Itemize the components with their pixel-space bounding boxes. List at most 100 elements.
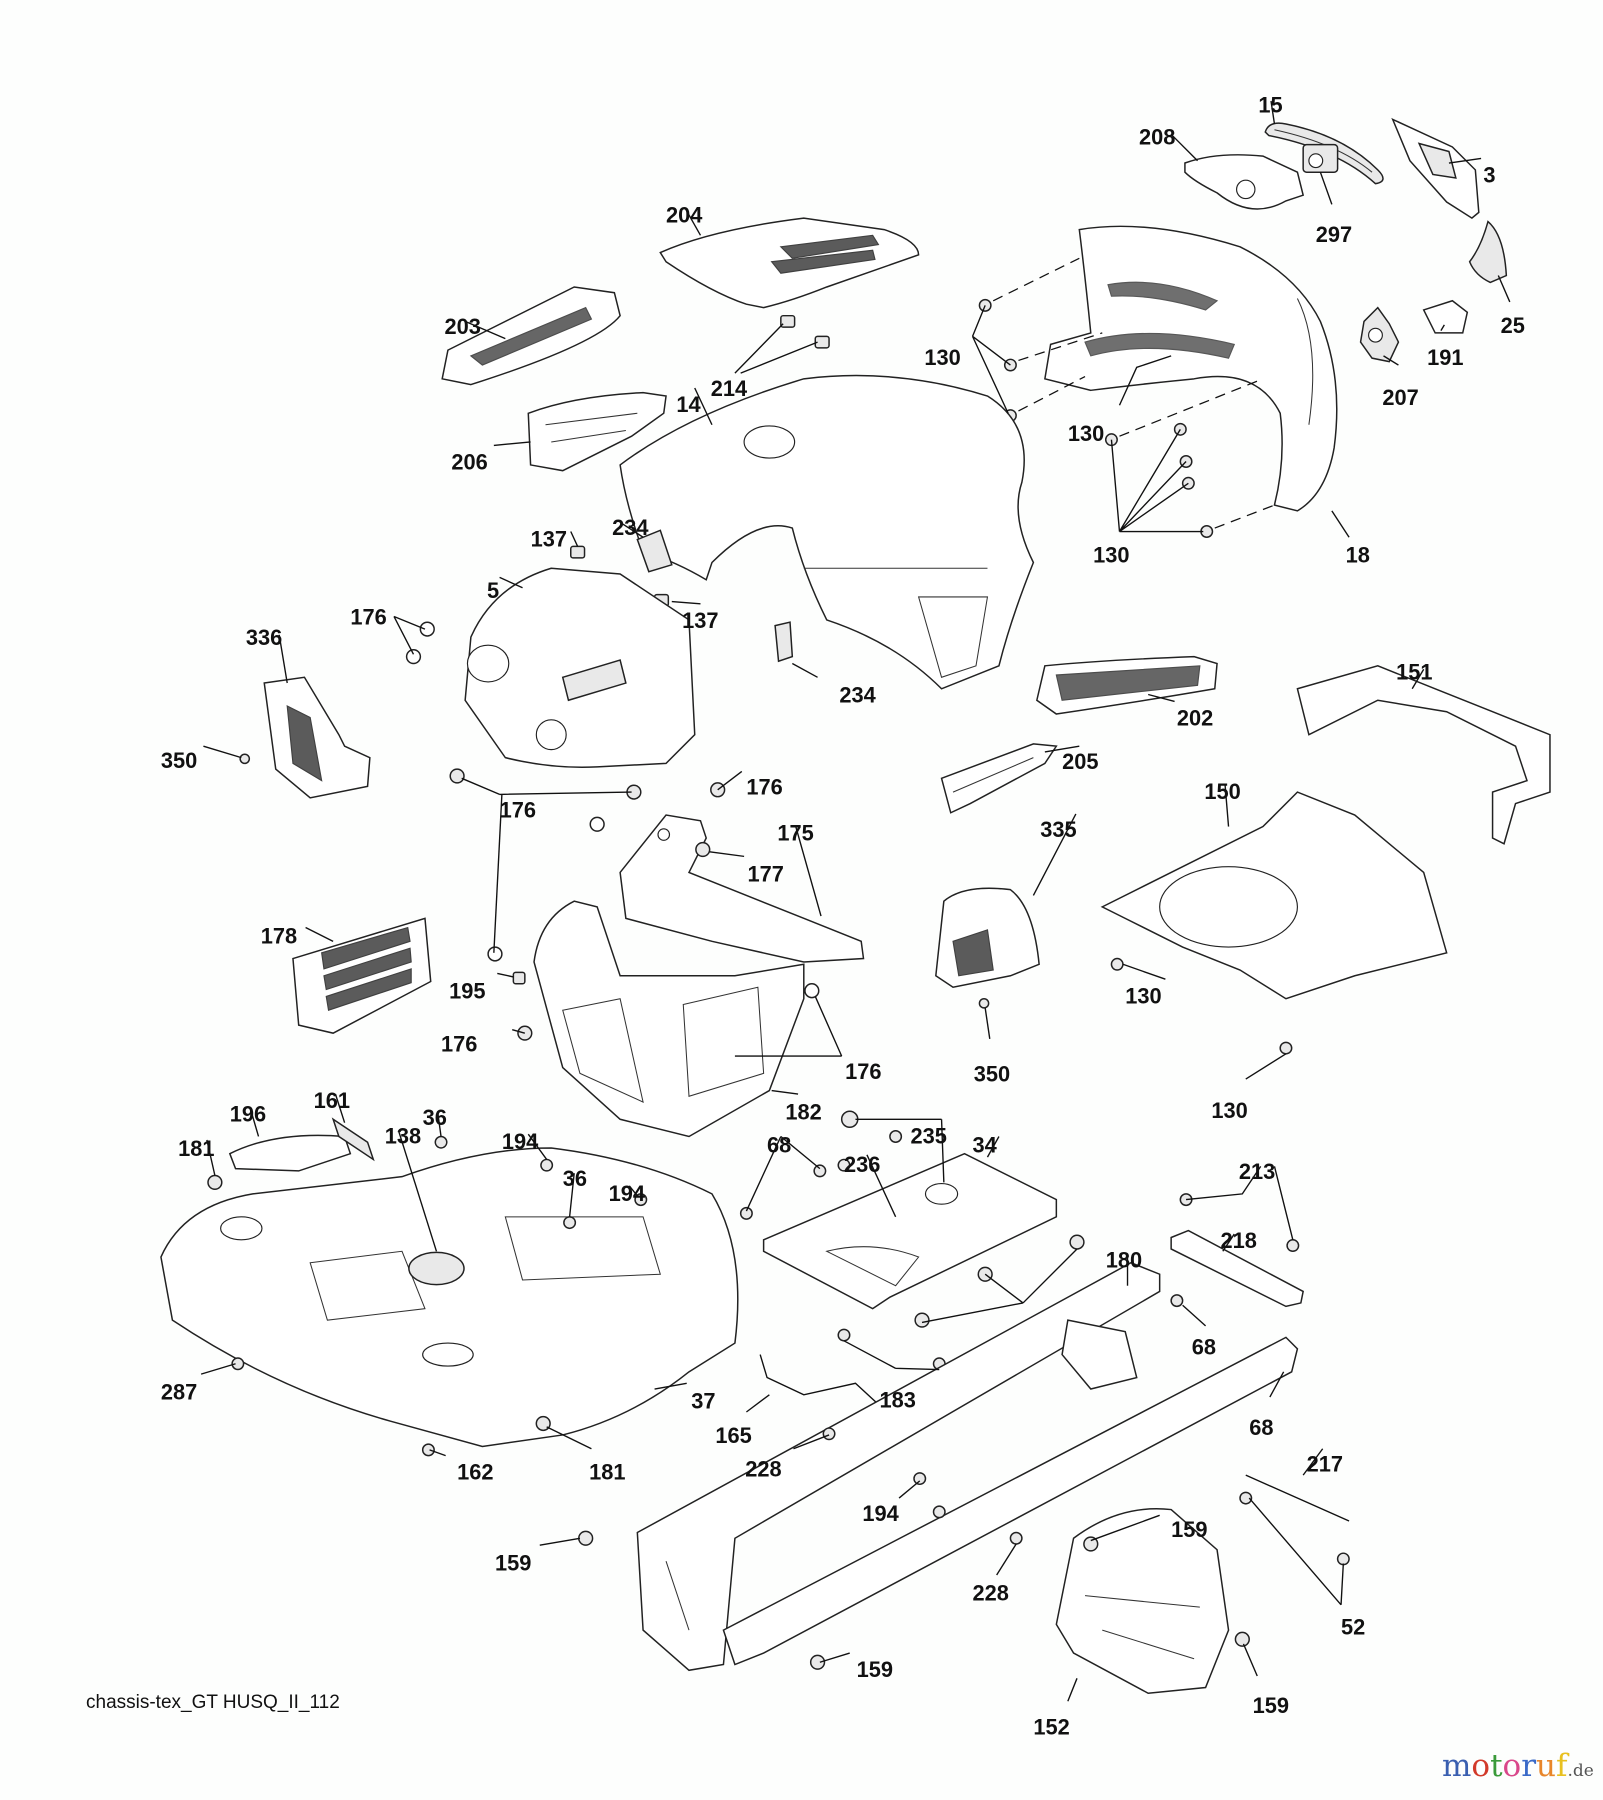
- callout-52: 52: [1341, 1615, 1365, 1640]
- callout-207: 207: [1382, 385, 1418, 410]
- part-195-plug: [512, 971, 526, 985]
- part-137-clip-a: [570, 545, 586, 559]
- callout-228: 228: [973, 1580, 1009, 1605]
- callout-5: 5: [487, 578, 499, 603]
- callout-236: 236: [844, 1152, 880, 1177]
- callout-130: 130: [1093, 543, 1129, 568]
- callout-159: 159: [1253, 1693, 1289, 1718]
- callout-130: 130: [1211, 1098, 1247, 1123]
- motoruf-logo[interactable]: motoruf.de: [1442, 1748, 1594, 1784]
- callout-137: 137: [531, 526, 567, 551]
- logo-wordmark: motoruf: [1442, 1748, 1568, 1784]
- callout-130: 130: [1125, 983, 1161, 1008]
- callout-183: 183: [880, 1387, 916, 1412]
- callout-176: 176: [500, 797, 536, 822]
- callout-202: 202: [1177, 706, 1213, 731]
- callout-137: 137: [682, 608, 718, 633]
- callout-15: 15: [1258, 93, 1282, 118]
- part-203-side-vent: [441, 286, 621, 386]
- callout-297: 297: [1316, 222, 1352, 247]
- callout-25: 25: [1501, 313, 1525, 338]
- part-180-frame: [636, 1261, 1299, 1672]
- callout-181: 181: [178, 1136, 214, 1161]
- callout-176: 176: [845, 1059, 881, 1084]
- callout-181: 181: [589, 1460, 625, 1485]
- part-196-cover: [228, 1134, 352, 1172]
- part-350-pin-b: [978, 997, 990, 1009]
- callout-151: 151: [1396, 660, 1432, 685]
- callout-176: 176: [441, 1032, 477, 1057]
- logo-letter: r: [1521, 1748, 1537, 1784]
- callout-159: 159: [495, 1550, 531, 1575]
- part-234-label-a: [636, 529, 673, 573]
- callout-206: 206: [451, 450, 487, 475]
- part-207-socket: [1359, 306, 1400, 363]
- callout-152: 152: [1033, 1715, 1069, 1740]
- part-217-link: [1239, 1474, 1350, 1566]
- leader-lines: [200, 100, 1511, 1702]
- callout-205: 205: [1062, 749, 1098, 774]
- part-14-hood: [619, 374, 1035, 690]
- part-206-console: [527, 391, 667, 472]
- callout-228: 228: [745, 1456, 781, 1481]
- callout-68: 68: [1249, 1415, 1273, 1440]
- callout-287: 287: [161, 1379, 197, 1404]
- callout-196: 196: [230, 1102, 266, 1127]
- callout-14: 14: [676, 392, 700, 417]
- logo-letter: m: [1442, 1748, 1472, 1784]
- callout-194: 194: [502, 1129, 538, 1154]
- part-151-bracket: [1296, 665, 1551, 845]
- part-177-nut: [695, 841, 711, 858]
- part-208-bracket: [1184, 154, 1305, 210]
- part-205-trim: [940, 743, 1058, 814]
- callout-labels: 1520832972042519120321413020714206130130…: [161, 93, 1525, 1740]
- callout-68: 68: [1192, 1335, 1216, 1360]
- logo-letter: t: [1490, 1748, 1503, 1784]
- callout-68: 68: [767, 1133, 791, 1158]
- callout-159: 159: [857, 1657, 893, 1682]
- callout-191: 191: [1427, 345, 1463, 370]
- part-5-dash-panel: [464, 567, 696, 768]
- callout-165: 165: [715, 1423, 751, 1448]
- part-214-clips: [780, 314, 830, 349]
- part-150-shield: [1100, 791, 1448, 1000]
- callout-335: 335: [1040, 817, 1076, 842]
- callout-234: 234: [839, 683, 875, 708]
- callout-159: 159: [1171, 1517, 1207, 1542]
- callout-194: 194: [862, 1501, 898, 1526]
- callout-218: 218: [1221, 1228, 1257, 1253]
- callout-194: 194: [609, 1181, 645, 1206]
- part-3-plate: [1391, 117, 1480, 220]
- callout-204: 204: [666, 203, 702, 228]
- part-218-strap: [1170, 1193, 1304, 1373]
- callout-18: 18: [1346, 543, 1370, 568]
- logo-suffix: .de: [1567, 1761, 1594, 1781]
- part-37-floor-pan: [160, 1147, 739, 1448]
- callout-203: 203: [444, 314, 480, 339]
- part-25-lens: [1468, 220, 1508, 284]
- part-335-side-panel: [935, 887, 1040, 989]
- callout-130: 130: [924, 345, 960, 370]
- logo-letter: f: [1556, 1748, 1568, 1784]
- part-18-front-grille-housing: [1044, 225, 1338, 512]
- part-297-clip: [1302, 143, 1339, 173]
- callout-176: 176: [350, 604, 386, 629]
- callout-175: 175: [777, 820, 813, 845]
- callout-176: 176: [746, 774, 782, 799]
- part-182-front-panel: [533, 900, 805, 1138]
- callout-234: 234: [612, 515, 648, 540]
- callout-217: 217: [1307, 1452, 1343, 1477]
- part-202-grille: [1035, 655, 1218, 715]
- callout-178: 178: [261, 924, 297, 949]
- callout-130: 130: [1068, 421, 1104, 446]
- callout-235: 235: [911, 1123, 947, 1148]
- logo-letter: o: [1471, 1748, 1491, 1784]
- callout-350: 350: [974, 1061, 1010, 1086]
- part-204-hood-vent: [659, 217, 920, 309]
- callout-195: 195: [449, 979, 485, 1004]
- callout-177: 177: [748, 862, 784, 887]
- part-336-side-panel: [263, 676, 371, 799]
- callout-214: 214: [711, 376, 747, 401]
- callout-162: 162: [457, 1460, 493, 1485]
- part-350-pin-a: [239, 753, 251, 765]
